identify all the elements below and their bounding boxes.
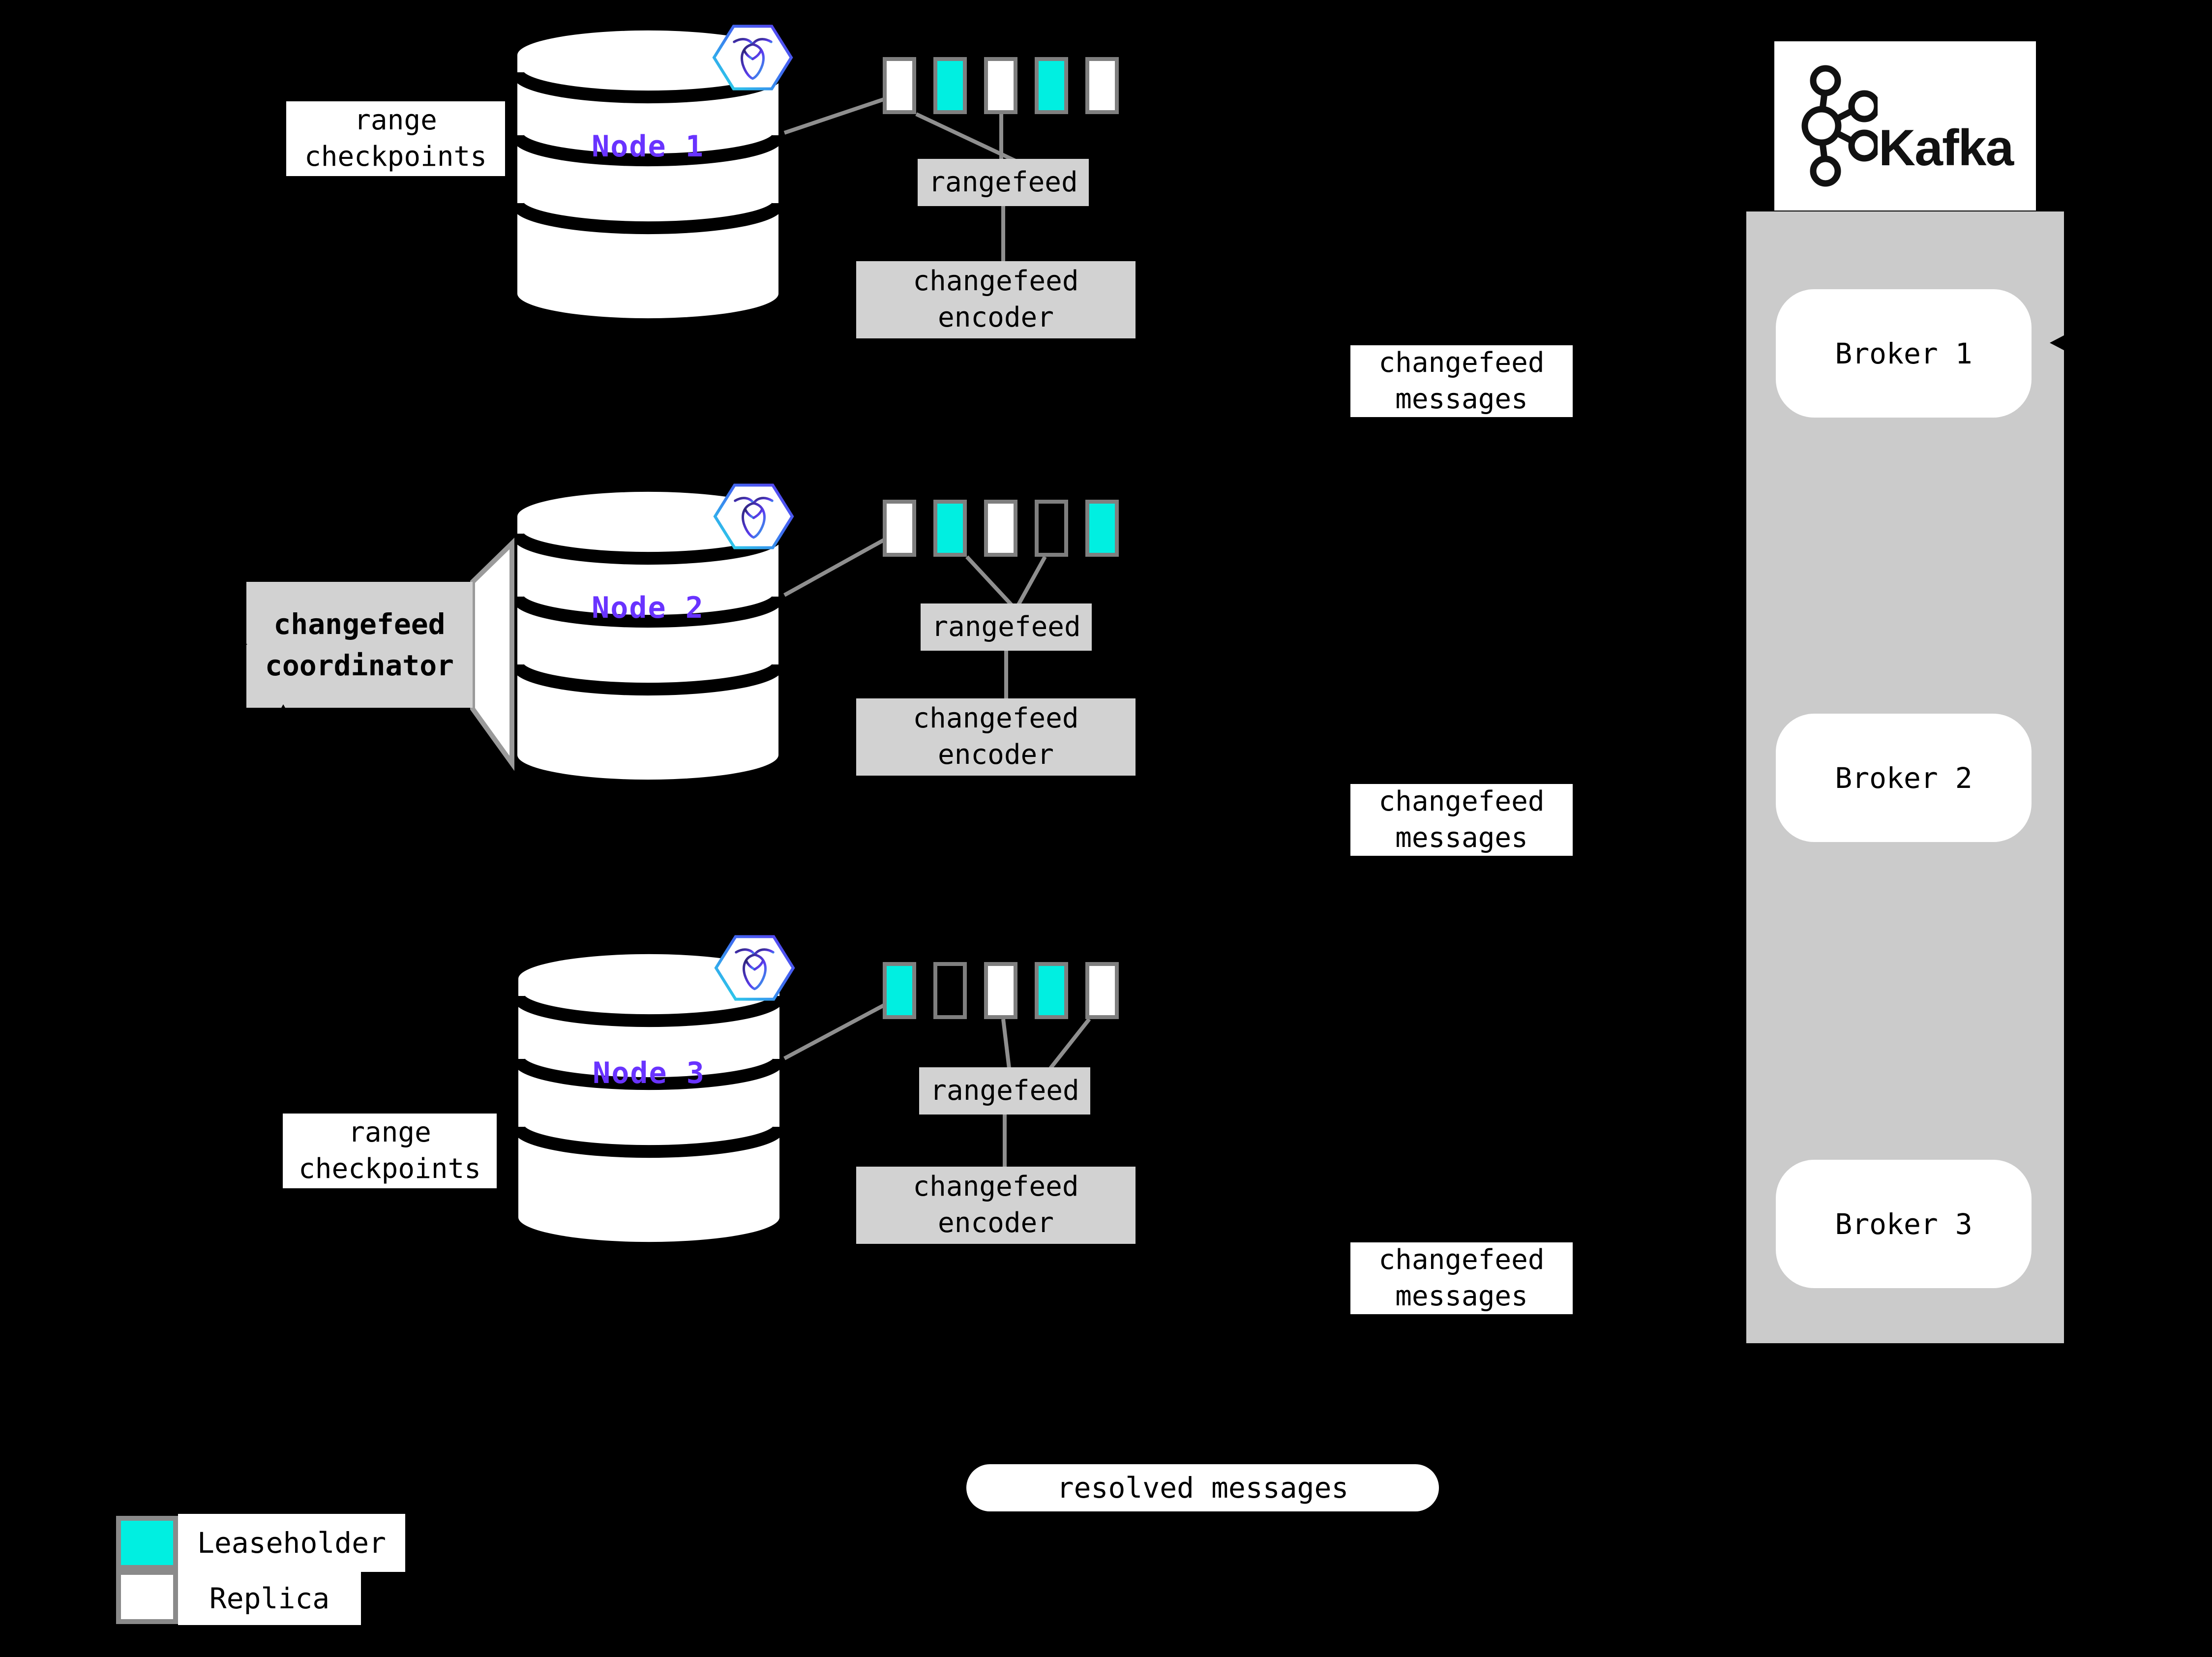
range-cell: [984, 500, 1017, 557]
broker-3-label: Broker 3: [1835, 1207, 1973, 1241]
messages-line1: changefeed: [1378, 785, 1545, 817]
kafka-icon: [1801, 65, 1878, 187]
range-cell: [1035, 57, 1068, 114]
messages-line2: messages: [1395, 1280, 1528, 1312]
broker-2-label: Broker 2: [1835, 761, 1973, 795]
legend-leaseholder-label: Leaseholder: [178, 1514, 405, 1572]
range-cell: [933, 500, 967, 557]
range-cell: [1085, 962, 1119, 1019]
messages-line2: messages: [1395, 383, 1528, 415]
encoder-line1: changefeed: [913, 1171, 1079, 1203]
range-cell: [883, 57, 916, 114]
legend-leaseholder-text: Leaseholder: [197, 1526, 387, 1560]
range-cell: [883, 962, 916, 1019]
connector-line: [915, 112, 1016, 163]
changefeed-messages-label-1: changefeed messages: [1350, 345, 1573, 417]
messages-line1: changefeed: [1378, 347, 1545, 379]
node-1-label: Node 1: [592, 129, 704, 164]
coordinator-line2: coordinator: [265, 649, 454, 682]
rangefeed-box-3: rangefeed: [919, 1067, 1090, 1115]
broker-3: Broker 3: [1776, 1160, 2032, 1288]
connector-line: [783, 97, 885, 135]
broker-1-label: Broker 1: [1835, 336, 1973, 370]
messages-line1: changefeed: [1378, 1244, 1545, 1276]
rangefeed-box-1: rangefeed: [918, 159, 1089, 206]
coordinator-line1: changefeed: [273, 607, 446, 641]
changefeed-coordinator-label: changefeed coordinator: [246, 582, 473, 708]
range-checkpoints-label-1: range checkpoints: [286, 101, 505, 176]
connector-line: [1048, 1018, 1091, 1070]
legend-replica-text: Replica: [209, 1582, 330, 1615]
range-cell: [984, 962, 1017, 1019]
encoder-line2: encoder: [937, 301, 1054, 333]
encoder-line2: encoder: [937, 739, 1054, 771]
legend-replica-swatch: [116, 1570, 178, 1624]
range-checkpoints-line1: range: [354, 104, 437, 136]
arrowhead-right-icon: [229, 634, 247, 654]
kafka-logo-box: Kafka: [1774, 41, 2036, 211]
changefeed-encoder-box-2: changefeed encoder: [856, 698, 1136, 776]
legend-leaseholder-swatch: [116, 1516, 178, 1570]
broker-1: Broker 1: [1776, 289, 2032, 418]
encoder-line1: changefeed: [913, 702, 1079, 734]
range-checkpoints-line1: range: [348, 1116, 431, 1148]
legend-replica-label: Replica: [178, 1572, 361, 1625]
range-cell: [1085, 500, 1119, 557]
cockroachdb-badge-icon: [713, 481, 794, 552]
node-2-group: Node 2: [516, 482, 779, 787]
messages-line2: messages: [1395, 822, 1528, 854]
rangefeed-box-2: rangefeed: [921, 603, 1092, 651]
connector-line: [965, 555, 1014, 607]
range-cell: [1035, 500, 1068, 557]
kafka-title: Kafka: [1879, 120, 2014, 177]
node-3-group: Node 3: [517, 944, 780, 1249]
range-cell: [1035, 962, 1068, 1019]
range-cell: [1085, 57, 1119, 114]
range-checkpoints-label-2: range checkpoints: [283, 1114, 497, 1188]
broker-2: Broker 2: [1776, 714, 2032, 842]
cockroachdb-badge-icon: [714, 933, 795, 1003]
cockroachdb-badge-icon: [712, 22, 793, 93]
encoder-line1: changefeed: [913, 265, 1079, 297]
coordinator-flag: [470, 538, 514, 771]
changefeed-messages-label-3: changefeed messages: [1350, 1242, 1573, 1314]
range-cell: [933, 962, 967, 1019]
changefeed-encoder-box-3: changefeed encoder: [856, 1167, 1136, 1244]
node-3-label: Node 3: [593, 1056, 705, 1090]
connector-line: [1016, 556, 1047, 606]
range-cell: [883, 500, 916, 557]
node-1-group: Node 1: [516, 21, 779, 326]
connector-line: [783, 538, 885, 597]
connector-line: [1001, 1019, 1011, 1069]
kafka-broker-container: Broker 1 Broker 2 Broker 3: [1746, 211, 2064, 1343]
encoder-line2: encoder: [937, 1207, 1054, 1239]
range-cell: [933, 57, 967, 114]
range-cell: [984, 57, 1017, 114]
resolved-messages-pill: resolved messages: [966, 1464, 1439, 1511]
range-checkpoints-line2: checkpoints: [299, 1153, 481, 1185]
connector-line: [783, 1003, 885, 1060]
node-2-label: Node 2: [592, 591, 704, 625]
range-checkpoints-line2: checkpoints: [304, 141, 487, 173]
changefeed-encoder-box-1: changefeed encoder: [856, 261, 1136, 338]
changefeed-messages-label-2: changefeed messages: [1350, 784, 1573, 856]
